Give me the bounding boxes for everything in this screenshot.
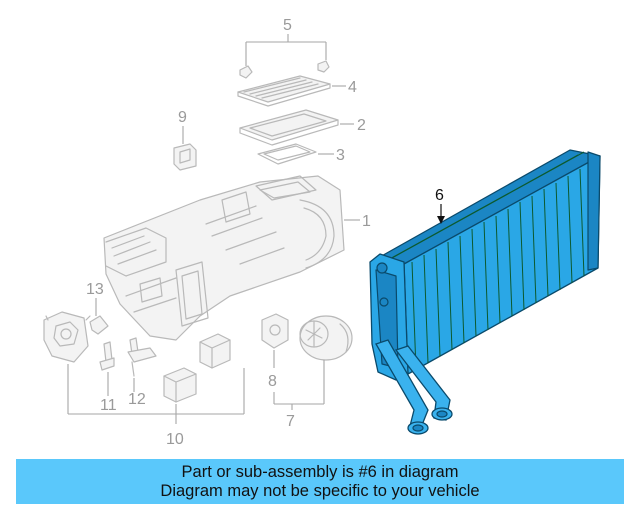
part-7-blower-motor: [273, 315, 353, 410]
callout-10: 10: [166, 431, 184, 448]
parts-diagram: 5 4 2 3 9 1 6 13 11 12 10 8 7: [43, 17, 601, 448]
part-8-resistor: [261, 313, 289, 368]
part-11-sensor: [99, 341, 115, 371]
info-banner: Part or sub-assembly is #6 in diagram Di…: [16, 459, 624, 504]
part-10-module: [163, 367, 197, 403]
callout-4: 4: [348, 79, 357, 96]
callout-9: 9: [178, 109, 187, 126]
callout-13: 13: [86, 281, 104, 298]
part-9-switch: [173, 126, 197, 171]
actuator-left: [43, 311, 91, 363]
callout-7: 7: [286, 413, 295, 430]
callout-3: 3: [336, 147, 345, 164]
callout-11: 11: [100, 397, 117, 414]
part-13-clip: [89, 298, 109, 335]
module-right: [199, 333, 231, 369]
group-bracket-10: [67, 364, 245, 424]
callout-5: 5: [283, 17, 292, 34]
part-12-sensor: [127, 337, 157, 377]
callout-12: 12: [128, 391, 146, 408]
part-3-gasket: [257, 143, 334, 165]
callout-8: 8: [268, 373, 277, 390]
part-2-cover: [239, 109, 354, 146]
part-4-filter: [237, 75, 346, 107]
part-6-heater-core: [369, 149, 601, 435]
callout-6: 6: [435, 187, 444, 204]
callout-1: 1: [362, 213, 371, 230]
part-5-clips: [239, 34, 330, 79]
banner-line-part: Part or sub-assembly is #6 in diagram: [181, 462, 459, 481]
part-1-housing: [103, 175, 360, 341]
callout-2: 2: [357, 117, 366, 134]
banner-line-disclaimer: Diagram may not be specific to your vehi…: [160, 481, 480, 500]
